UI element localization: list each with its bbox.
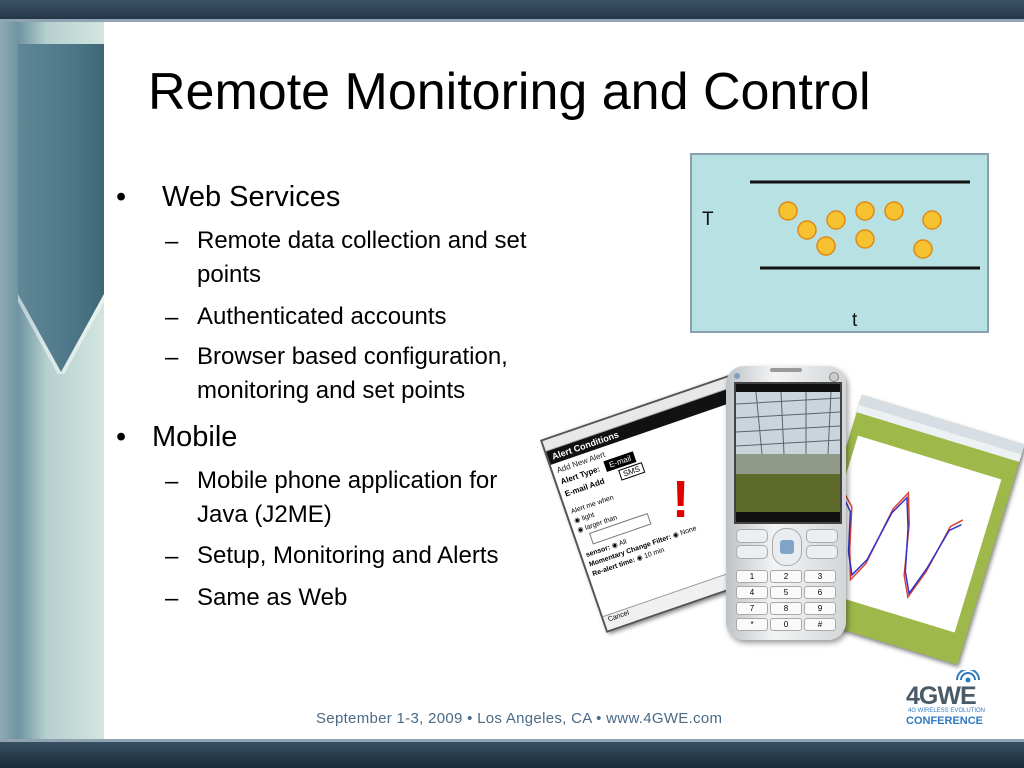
- subitem-line: Remote data collection and set: [197, 227, 527, 254]
- phone-keypad: 1 2 3 4 5 6 7 8 9 * 0 #: [736, 570, 836, 631]
- chevron-decoration: [18, 44, 104, 374]
- decorative-sidebar: [0, 22, 104, 739]
- data-point: [855, 229, 875, 249]
- dash-marker: –: [165, 228, 179, 255]
- bullet-marker: •: [116, 181, 127, 213]
- mobile-phone: 1 2 3 4 5 6 7 8 9 * 0 #: [726, 366, 846, 640]
- subitem-line: points: [197, 261, 262, 288]
- bottom-bar: [0, 739, 1024, 768]
- subitem-line: Java (J2ME): [197, 501, 332, 528]
- bullet-marker: •: [116, 421, 127, 453]
- key-5[interactable]: 5: [770, 586, 802, 599]
- temperature-diagram: T t: [690, 153, 989, 333]
- subitem-setup-monitoring: Setup, Monitoring and Alerts: [197, 539, 499, 573]
- keypad-row: 7 8 9: [736, 602, 836, 615]
- chart-graphic: [843, 491, 964, 600]
- dash-marker: –: [165, 344, 179, 371]
- call-key[interactable]: [736, 545, 768, 559]
- subitem-line: Same as Web: [197, 584, 348, 611]
- phone-speaker: [770, 368, 802, 372]
- keypad-row: * 0 #: [736, 618, 836, 631]
- logo-subtitle: 4G WIRELESS EVOLUTION: [908, 708, 986, 714]
- key-4[interactable]: 4: [736, 586, 768, 599]
- 4gwe-logo: 4GWE 4G WIRELESS EVOLUTION CONFERENCE: [906, 668, 1016, 732]
- nav-cluster: [734, 526, 838, 566]
- key-2[interactable]: 2: [770, 570, 802, 583]
- data-point: [826, 210, 846, 230]
- key-star[interactable]: *: [736, 618, 768, 631]
- key-8[interactable]: 8: [770, 602, 802, 615]
- slide-title: Remote Monitoring and Control: [148, 63, 871, 121]
- key-6[interactable]: 6: [804, 586, 836, 599]
- wireless-signal-icon: [956, 668, 980, 683]
- diagram-y-label: T: [702, 209, 714, 230]
- subitem-line: Mobile phone application for: [197, 467, 498, 494]
- key-0[interactable]: 0: [770, 618, 802, 631]
- data-point: [913, 239, 933, 259]
- dash-marker: –: [165, 585, 179, 612]
- key-1[interactable]: 1: [736, 570, 768, 583]
- subitem-line: Setup, Monitoring and Alerts: [197, 542, 499, 569]
- subitem-mobile-app: Mobile phone application for Java (J2ME): [197, 464, 497, 532]
- subitem-line: Authenticated accounts: [197, 303, 447, 330]
- dash-marker: –: [165, 468, 179, 495]
- subitem-same-as-web: Same as Web: [197, 581, 347, 615]
- footer-text: September 1-3, 2009 • Los Angeles, CA • …: [316, 710, 723, 727]
- top-bar: [0, 0, 1024, 22]
- bullet-mobile: Mobile: [152, 421, 238, 453]
- dpad-center-button[interactable]: [780, 540, 794, 554]
- key-3[interactable]: 3: [804, 570, 836, 583]
- subitem-browser-config: Browser based configuration, monitoring …: [197, 340, 508, 408]
- key-7[interactable]: 7: [736, 602, 768, 615]
- logo-main-text: 4GWE: [906, 682, 977, 710]
- phone-sensor-icon: [829, 372, 839, 382]
- subitem-line: monitoring and set points: [197, 377, 466, 404]
- dash-marker: –: [165, 304, 179, 331]
- data-point: [855, 201, 875, 221]
- diagram-canvas: T t: [702, 180, 980, 331]
- soft-key-left[interactable]: [736, 529, 768, 543]
- keypad-row: 1 2 3: [736, 570, 836, 583]
- subitem-remote-data: Remote data collection and set points: [197, 224, 527, 292]
- end-key[interactable]: [806, 545, 838, 559]
- subitem-authenticated: Authenticated accounts: [197, 300, 447, 334]
- data-point: [797, 220, 817, 240]
- data-point: [922, 210, 942, 230]
- dash-marker: –: [165, 543, 179, 570]
- data-point: [884, 201, 904, 221]
- subitem-line: Browser based configuration,: [197, 343, 508, 370]
- phone-screen: [734, 382, 842, 524]
- key-9[interactable]: 9: [804, 602, 836, 615]
- data-point: [778, 201, 798, 221]
- diagram-x-label: t: [852, 310, 858, 331]
- chart-panel: [811, 435, 1002, 633]
- keypad-row: 4 5 6: [736, 586, 836, 599]
- browser-chart-screenshot: [794, 395, 1024, 665]
- logo-conference: CONFERENCE: [906, 715, 984, 727]
- greenhouse-photo: [736, 384, 840, 522]
- soft-key-right[interactable]: [806, 529, 838, 543]
- bullet-web-services: Web Services: [162, 181, 341, 213]
- dpad[interactable]: [772, 528, 802, 566]
- phone-camera-icon: [734, 373, 740, 379]
- key-hash[interactable]: #: [804, 618, 836, 631]
- data-point: [816, 236, 836, 256]
- exclamation-mark: !: [672, 471, 690, 529]
